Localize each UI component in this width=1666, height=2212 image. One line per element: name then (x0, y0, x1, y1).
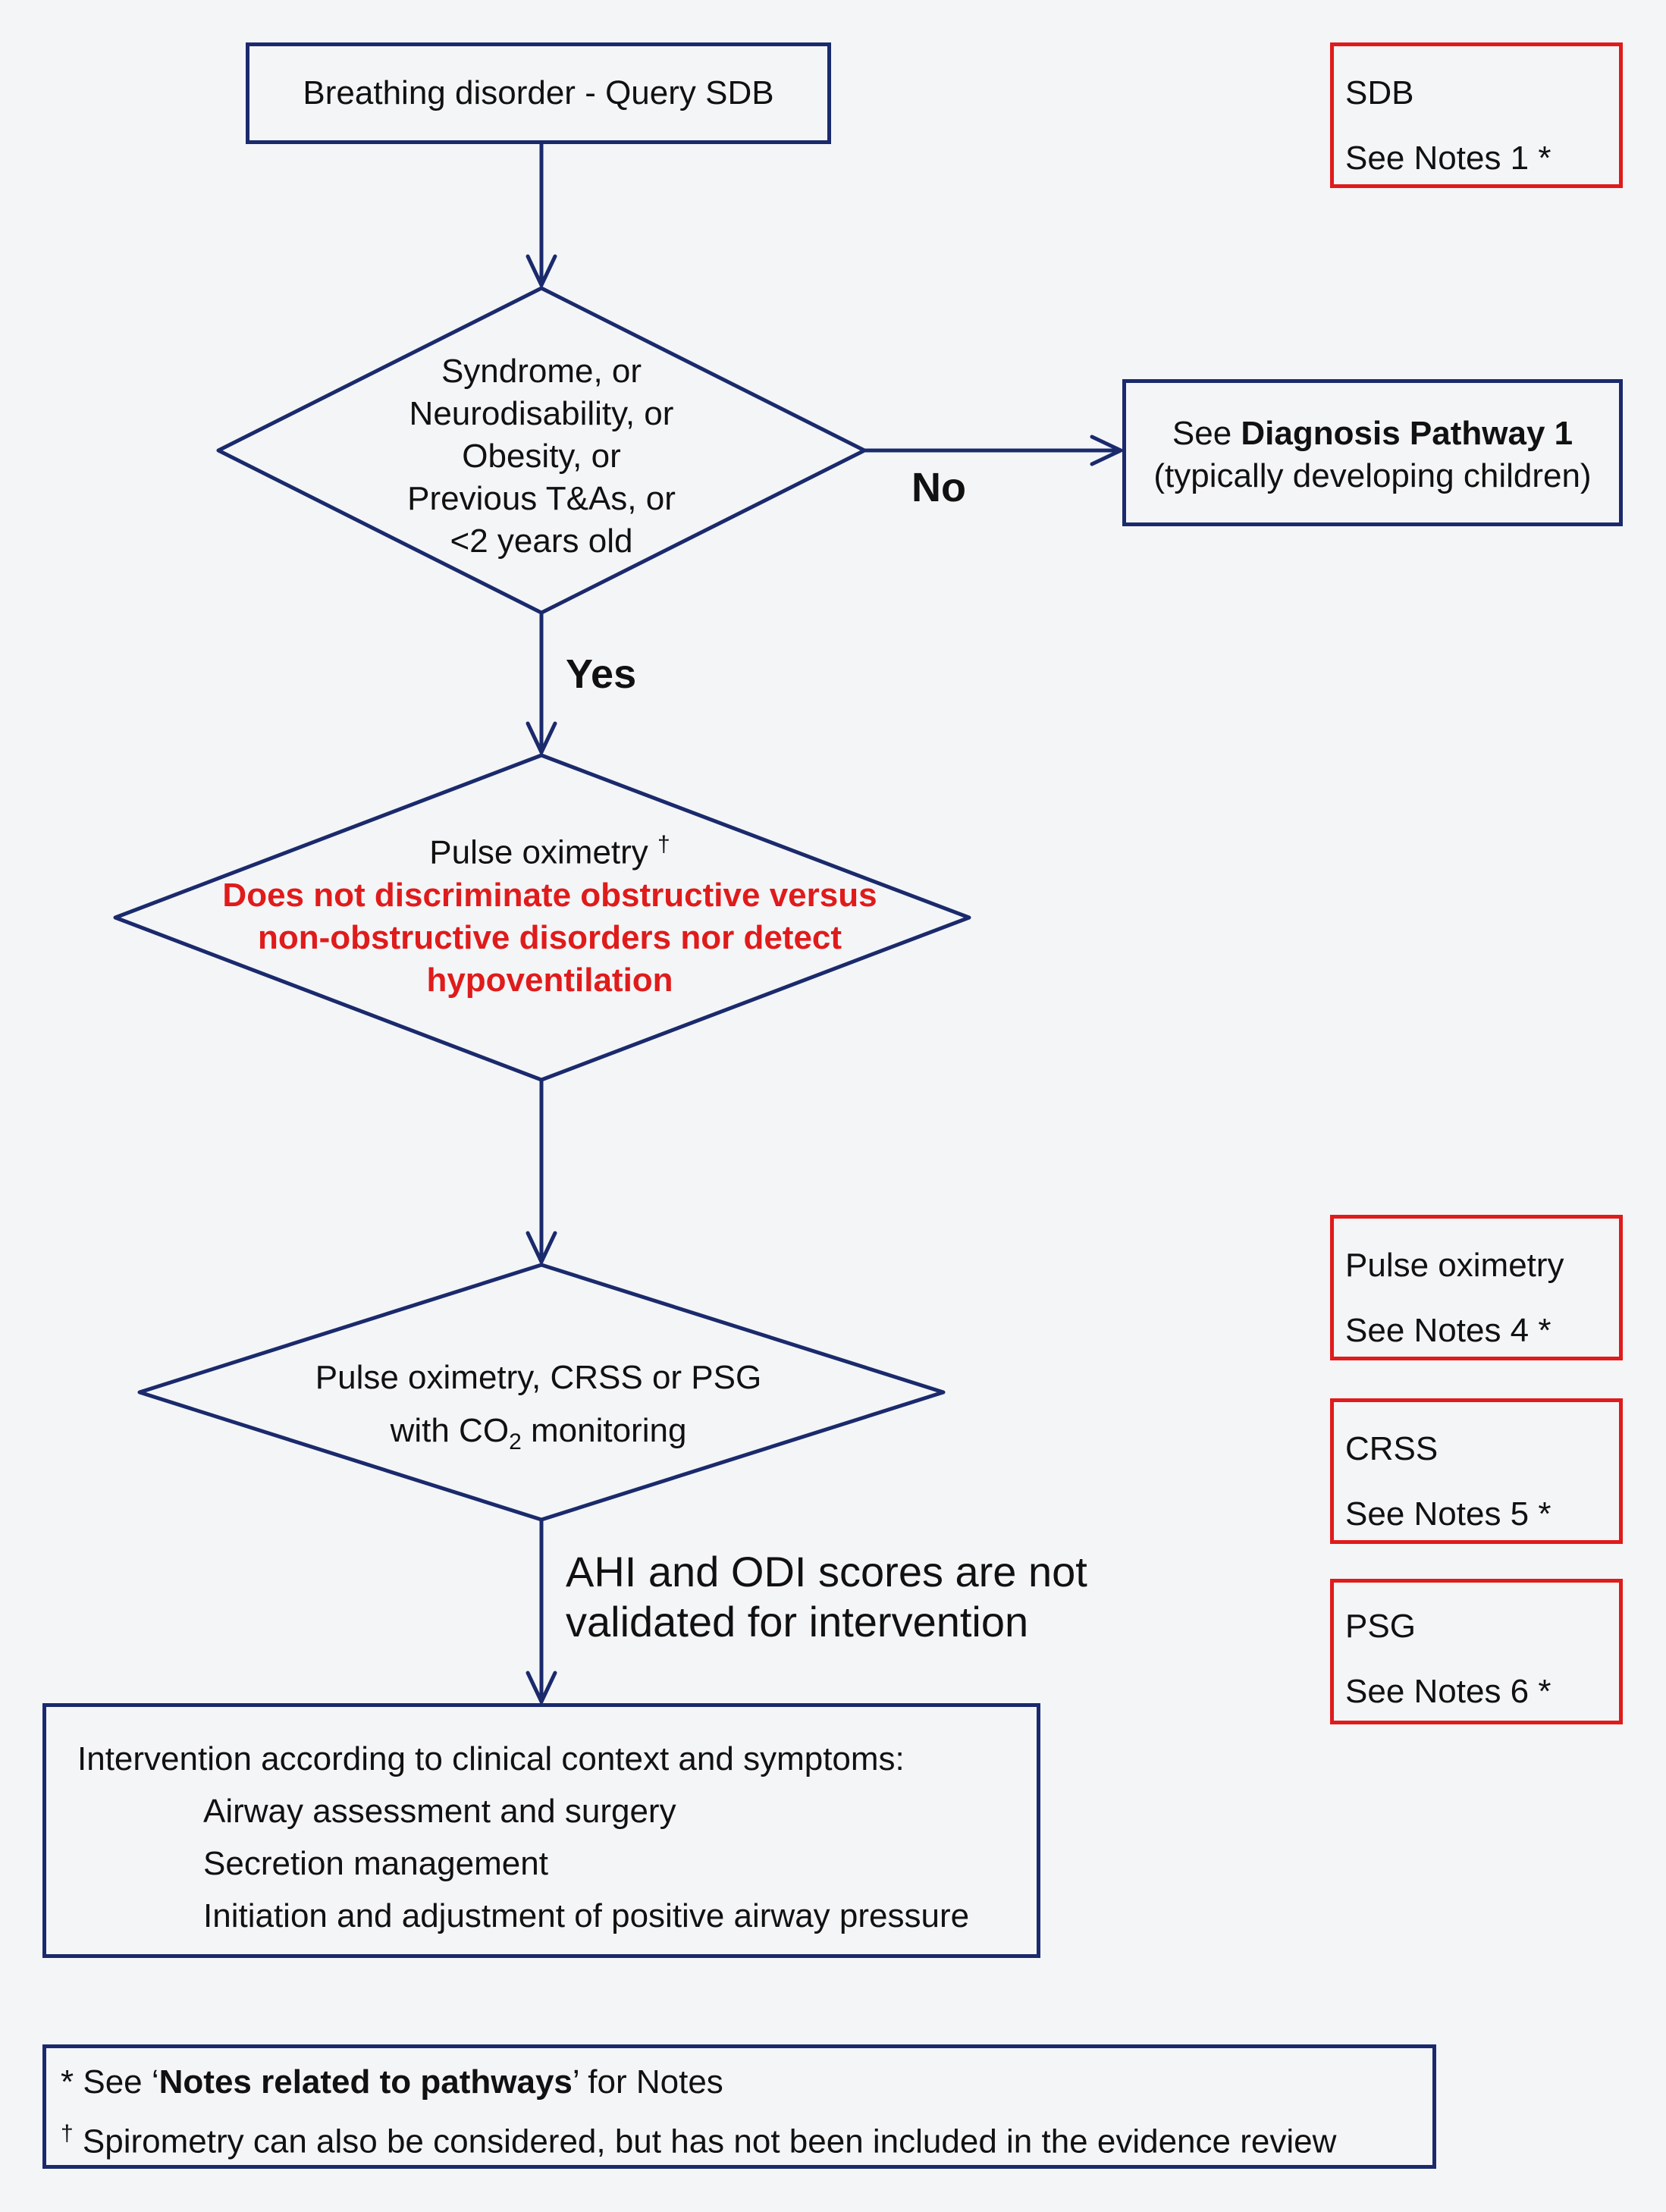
side-note-crss-text: CRSS See Notes 5 * (1345, 1417, 1551, 1547)
notes-related-to-pathways: Notes related to pathways (158, 2063, 573, 2101)
decision1-line: Neurodisability, or (409, 395, 674, 432)
decision1-text: Syndrome, or Neurodisability, or Obesity… (314, 350, 769, 563)
intervention-heading: Intervention according to clinical conte… (77, 1740, 905, 1777)
dagger-mark: † (657, 832, 670, 857)
intervention-item: Airway assessment and surgery (203, 1793, 676, 1830)
decision3-line2: with CO2 monitoring (235, 1404, 842, 1469)
intervention-items: Airway assessment and surgery Secretion … (203, 1785, 969, 1942)
side-note-title: Pulse oximetry (1345, 1247, 1564, 1284)
pathway-prefix: See (1172, 415, 1241, 452)
side-note-title: PSG (1345, 1608, 1416, 1645)
decision3-text: Pulse oximetry, CRSS or PSG with CO2 mon… (235, 1351, 842, 1469)
side-note-ref: See Notes 5 * (1345, 1495, 1551, 1533)
side-note-title: SDB (1345, 74, 1414, 111)
scores-note-line1: AHI and ODI scores are not (566, 1548, 1087, 1595)
arrowhead-intervention (526, 1671, 557, 1704)
arrowhead-decision1 (526, 254, 557, 287)
no-label: No (911, 465, 966, 510)
star-symbol: * (61, 2063, 74, 2101)
footnote-star-prefix: See ‘ (74, 2063, 159, 2101)
side-note-ref: See Notes 4 * (1345, 1312, 1551, 1349)
dagger-symbol: † (61, 2121, 74, 2146)
pathway-line2: (typically developing children) (1153, 457, 1592, 494)
arrowhead-decision3 (526, 1231, 557, 1264)
side-note-ref: See Notes 6 * (1345, 1673, 1551, 1710)
co2-subscript: 2 (509, 1429, 522, 1454)
footnotes-box (42, 2044, 1436, 2169)
pathway-box-text: See Diagnosis Pathway 1 (typically devel… (1122, 413, 1623, 497)
start-box (246, 42, 831, 144)
decision2-text: Pulse oximetry † Does not discriminate o… (190, 824, 910, 1002)
decision2-warning-line: non-obstructive disorders nor detect (257, 918, 842, 956)
side-note-pulse-oximetry-text: Pulse oximetry See Notes 4 * (1345, 1233, 1564, 1363)
decision1-line: Obesity, or (462, 438, 621, 475)
decision2-warning-line: Does not discriminate obstructive versus (222, 876, 877, 914)
decision1-line: Previous T&As, or (407, 480, 676, 517)
decision1-line: Syndrome, or (441, 353, 642, 390)
intervention-box (42, 1703, 1040, 1958)
pathway-line1: See Diagnosis Pathway 1 (1122, 413, 1623, 455)
decision2-warning-line: hypoventilation (426, 961, 673, 999)
scores-note-line2: validated for intervention (566, 1598, 1029, 1646)
side-note-crss (1330, 1398, 1623, 1544)
decision1-line: <2 years old (450, 522, 633, 560)
decision3-suffix: monitoring (521, 1412, 687, 1449)
decision3-line1: Pulse oximetry, CRSS or PSG (315, 1359, 762, 1396)
side-note-sdb (1330, 42, 1623, 188)
start-box-label: Breathing disorder - Query SDB (303, 74, 774, 111)
side-note-ref: See Notes 1 * (1345, 140, 1551, 177)
side-note-psg-text: PSG See Notes 6 * (1345, 1594, 1551, 1724)
side-note-psg (1330, 1579, 1623, 1724)
footnote-star: * See ‘Notes related to pathways’ for No… (61, 2057, 1336, 2108)
arrowhead-no-branch (1090, 435, 1123, 466)
pathway-box (1122, 379, 1623, 526)
footnote-dagger: † Spirometry can also be considered, but… (61, 2108, 1336, 2168)
footnote-star-suffix: ’ for Notes (572, 2063, 723, 2101)
decision3-prefix: with CO (390, 1412, 510, 1449)
scores-note: AHI and ODI scores are not validated for… (566, 1547, 1087, 1647)
footnotes-text: * See ‘Notes related to pathways’ for No… (61, 2057, 1336, 2168)
intervention-item: Secretion management (203, 1845, 548, 1882)
footnote-dagger-text: Spirometry can also be considered, but h… (73, 2123, 1337, 2160)
intervention-item: Initiation and adjustment of positive ai… (203, 1897, 970, 1934)
decision2-title: Pulse oximetry † (190, 824, 910, 874)
yes-label: Yes (566, 651, 637, 697)
side-note-title: CRSS (1345, 1430, 1439, 1467)
side-note-sdb-text: SDB See Notes 1 * (1345, 61, 1551, 191)
arrowhead-yes-branch (526, 721, 557, 755)
pathway-link-label: Diagnosis Pathway 1 (1241, 415, 1573, 452)
decision2-title-label: Pulse oximetry (429, 833, 648, 871)
side-note-pulse-oximetry (1330, 1215, 1623, 1360)
